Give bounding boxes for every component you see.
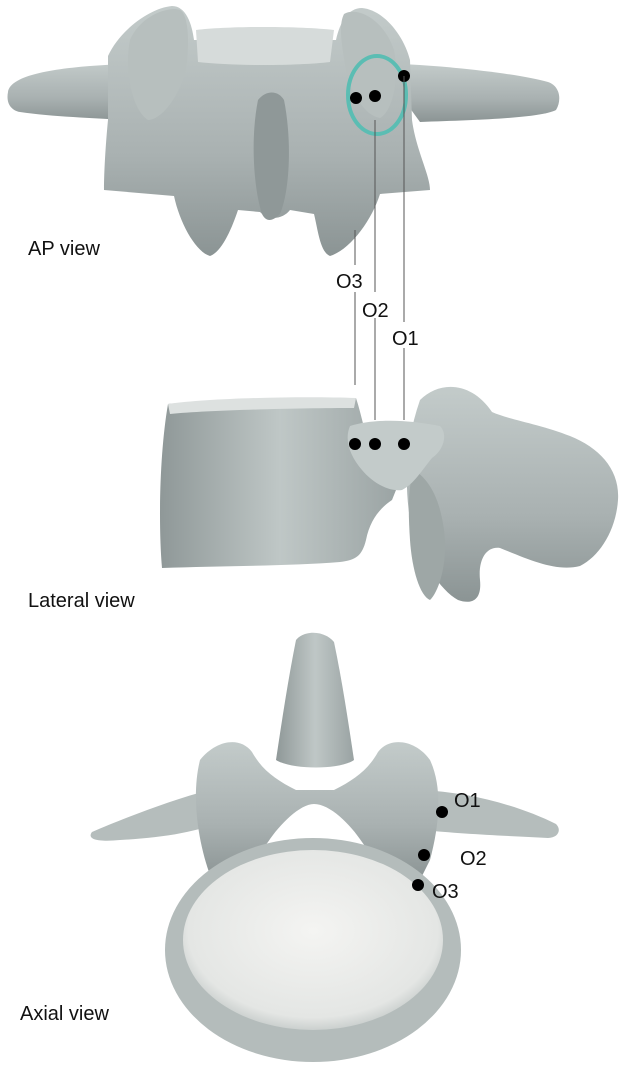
ap-body-top	[196, 27, 334, 65]
axial-view-vertebra	[91, 633, 559, 1062]
label-o1-middle: O1	[392, 328, 419, 350]
ap-view-label: AP view	[28, 238, 100, 260]
axial-view-label: Axial view	[20, 1003, 109, 1025]
label-o2-middle: O2	[362, 300, 389, 322]
ap-spinous-process	[254, 93, 289, 221]
lateral-marker-o2	[369, 438, 381, 450]
label-o1-axial: O1	[454, 790, 481, 812]
lateral-view-vertebra	[160, 387, 618, 602]
axial-marker-o3	[412, 879, 424, 891]
axial-marker-o1	[436, 806, 448, 818]
lateral-marker-o3	[349, 438, 361, 450]
axial-spinous-process	[276, 633, 354, 768]
ap-marker-o3	[350, 92, 362, 104]
lateral-view-label: Lateral view	[28, 590, 135, 612]
ap-view-vertebra	[8, 6, 560, 256]
label-o3-axial: O3	[432, 881, 459, 903]
label-o3-middle: O3	[336, 271, 363, 293]
axial-marker-o2	[418, 849, 430, 861]
axial-disc-surface	[183, 850, 443, 1030]
ap-marker-o2	[369, 90, 381, 102]
ap-right-transverse-process	[400, 64, 559, 122]
label-o2-axial: O2	[460, 848, 487, 870]
lateral-marker-o1	[398, 438, 410, 450]
